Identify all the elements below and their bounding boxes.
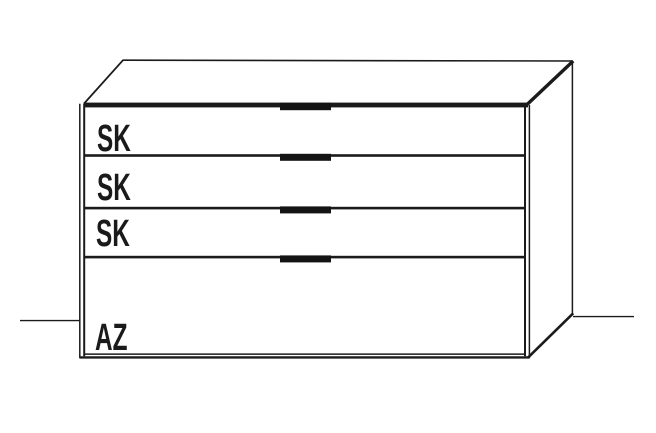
- drawer-label-2: SK: [97, 167, 131, 209]
- top-face-right-diagonal-edge: [526, 59, 575, 106]
- top-face-left-diagonal-edge: [83, 59, 124, 105]
- drawer-handle-3: [280, 206, 331, 214]
- drawer-handle-4: [280, 255, 331, 263]
- drawer-label-4: AZ: [95, 316, 128, 359]
- top-face-back-edge: [122, 59, 573, 62]
- drawer-handle-1: [280, 102, 331, 111]
- drawer-handle-2: [280, 153, 331, 161]
- side-panel-bottom-diagonal-edge: [527, 312, 575, 359]
- drawer-label-3: SK: [96, 212, 130, 255]
- drawer-label-1: SK: [97, 117, 131, 160]
